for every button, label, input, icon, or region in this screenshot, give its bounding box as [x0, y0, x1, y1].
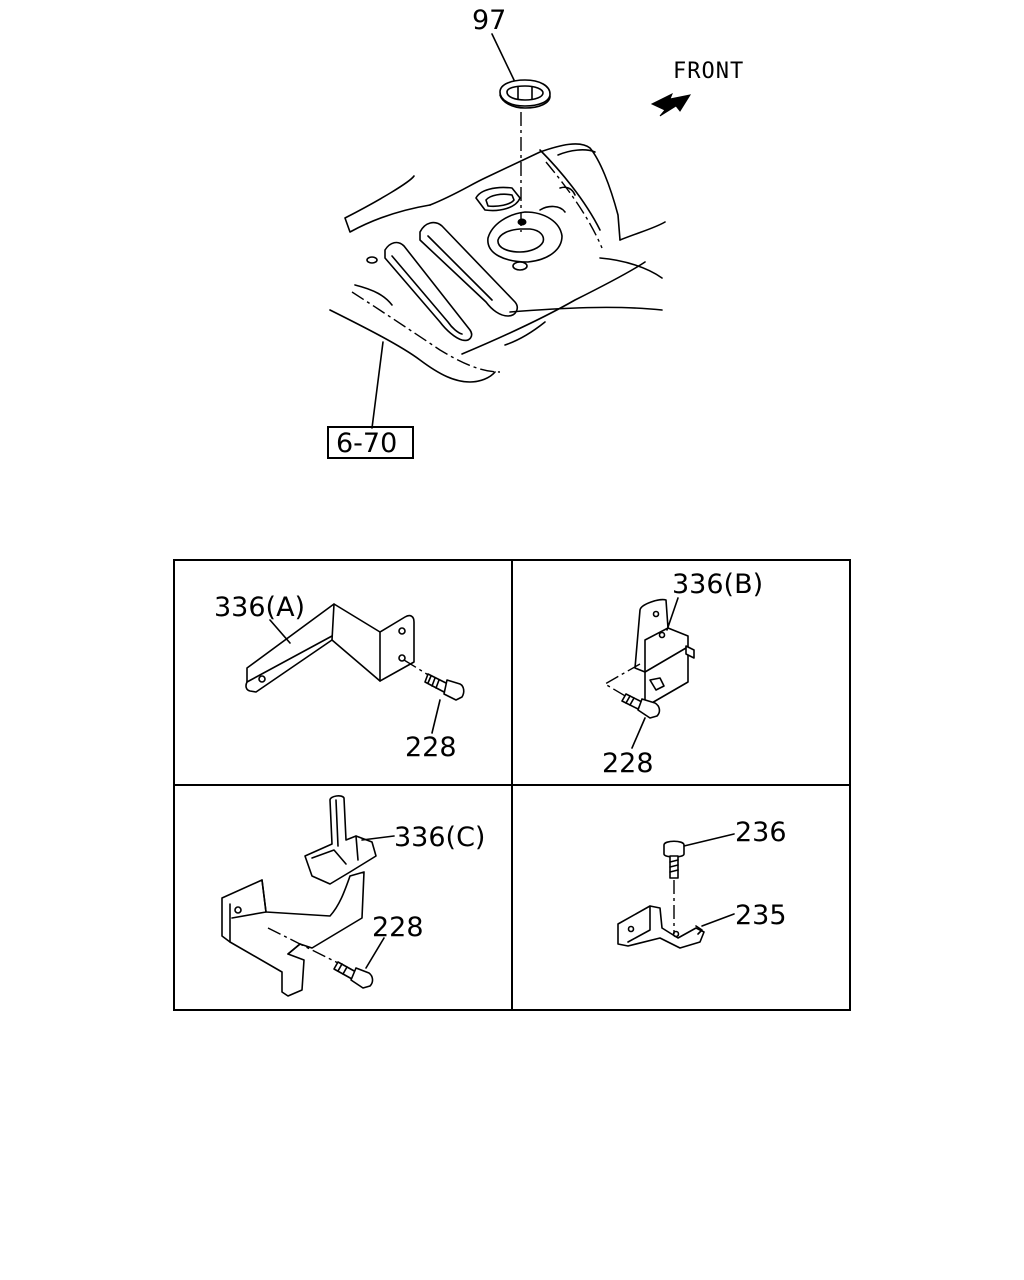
callout-228-a: 228	[405, 732, 457, 763]
callout-97: 97	[472, 5, 506, 36]
ref-box-6-70	[327, 426, 414, 459]
leader-235	[701, 913, 735, 927]
callout-336a: 336(A)	[214, 592, 305, 623]
callout-236: 236	[735, 817, 787, 848]
callout-228-b: 228	[602, 748, 654, 779]
bolt-228-b	[621, 693, 661, 719]
leader-228-c	[365, 937, 385, 969]
leader-6-70	[371, 341, 384, 429]
bracket-235	[617, 905, 705, 949]
callout-228-c: 228	[372, 912, 424, 943]
leader-236	[683, 833, 735, 847]
bolt-228-c-centerline	[267, 927, 341, 965]
bracket-336c	[221, 795, 377, 997]
bracket-336a	[245, 603, 415, 693]
leader-228-a	[431, 699, 441, 734]
bracket-336b-hidden-line	[603, 663, 641, 701]
callout-336b: 336(B)	[672, 569, 763, 600]
bolt-228-a	[403, 659, 465, 701]
ref-6-70-label: 6-70	[336, 428, 397, 459]
grommet-part-97	[499, 79, 551, 109]
leader-336b	[666, 597, 679, 631]
bracket-336b	[634, 598, 695, 705]
leader-97	[491, 33, 515, 81]
callout-235: 235	[735, 900, 787, 931]
leader-336c	[361, 835, 395, 841]
bolt-236	[663, 840, 685, 879]
front-direction-arrow	[650, 92, 692, 117]
callout-336c: 336(C)	[394, 822, 485, 853]
front-label: FRONT	[673, 59, 744, 84]
bolt-228-c	[333, 961, 374, 989]
leader-336a	[269, 619, 291, 644]
detail-grid	[173, 559, 851, 1011]
floor-panel-illustration	[329, 143, 666, 383]
leader-228-b	[631, 717, 646, 749]
